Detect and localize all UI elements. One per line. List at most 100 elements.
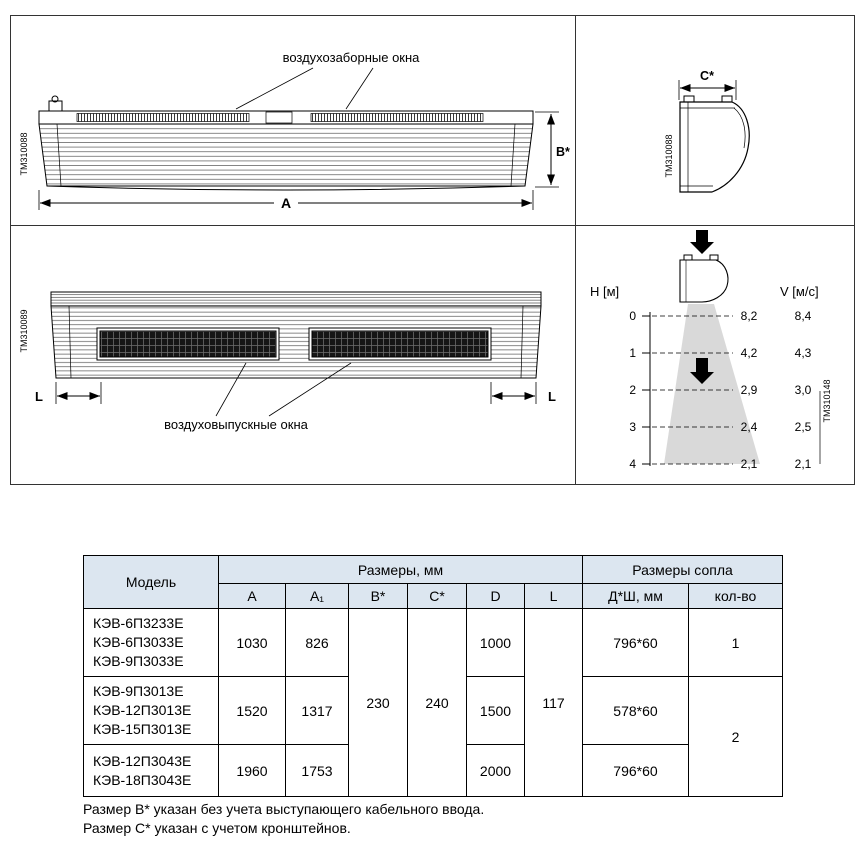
cell-l-shared: 117 — [524, 608, 583, 797]
dimension-l-left: L — [35, 382, 102, 404]
svg-text:8,2: 8,2 — [741, 309, 758, 323]
svg-text:2,9: 2,9 — [741, 383, 758, 397]
side-view-drawing: C* TM310088 — [664, 69, 750, 193]
h-axis — [642, 312, 651, 466]
cell-a: 1520 — [218, 676, 286, 745]
dimension-l-right: L — [490, 382, 556, 404]
outlet-windows-label: воздуховыпускные окна — [164, 417, 308, 432]
intake-windows-label: воздухозаборные окна — [283, 50, 421, 65]
cell-qty: 1 — [688, 608, 783, 677]
svg-text:2,4: 2,4 — [741, 420, 758, 434]
outlet-grille-left — [99, 330, 277, 358]
air-curtain-icon — [679, 254, 729, 303]
outlet-grille-right — [311, 330, 489, 358]
header-col-b: B* — [348, 583, 408, 609]
cell-d: 2000 — [466, 744, 525, 797]
model-name: КЭВ-15П3013Е — [93, 721, 192, 737]
cell-nozzle: 796*60 — [582, 608, 689, 677]
header-col-nozzle-qty: кол-во — [688, 583, 783, 609]
cell-b-shared: 230 — [348, 608, 408, 797]
dimensions-table: Модель Размеры, мм Размеры сопла A A₁ B*… — [83, 555, 783, 797]
drawing-code-tm310088-side: TM310088 — [664, 134, 674, 177]
dim-c-label: C* — [700, 69, 714, 83]
header-sizes-group: Размеры, мм — [218, 555, 583, 584]
svg-text:4,3: 4,3 — [795, 346, 812, 360]
dimension-b: B* — [535, 111, 570, 188]
table-row-group-3: КЭВ-12П3043Е КЭВ-18П3043Е 1960 1753 2000… — [83, 744, 783, 797]
cell-a: 1030 — [218, 608, 286, 677]
model-name: КЭВ-9П3013Е — [93, 683, 184, 699]
front-view-bottom-quadrant: L L воздуховыпускные окна TM310089 — [11, 226, 576, 484]
header-col-nozzle-size: Д*Ш, мм — [582, 583, 689, 609]
svg-text:8,4: 8,4 — [795, 309, 812, 323]
cell-nozzle: 578*60 — [582, 676, 689, 745]
svg-text:4,2: 4,2 — [741, 346, 758, 360]
air-curtain-front-top — [38, 95, 534, 191]
dimension-a: A — [38, 190, 534, 211]
cell-a: 1960 — [218, 744, 286, 797]
svg-text:1: 1 — [629, 346, 636, 360]
cell-qty-shared: 2 — [688, 676, 783, 797]
side-view-quadrant: C* TM310088 — [576, 16, 854, 226]
dim-l-right-label: L — [548, 389, 556, 404]
footnotes: Размер B* указан без учета выступающего … — [83, 800, 484, 838]
front-view-bottom-drawing: L L воздуховыпускные окна TM310089 — [19, 291, 556, 432]
header-col-a: A — [218, 583, 286, 609]
outlet-callout: воздуховыпускные окна — [164, 362, 352, 432]
header-col-d: D — [466, 583, 525, 609]
svg-text:2: 2 — [629, 383, 636, 397]
airflow-diagram: H [м] V [м/с] — [590, 230, 832, 471]
svg-text:2,1: 2,1 — [741, 457, 758, 471]
svg-text:2,5: 2,5 — [795, 420, 812, 434]
cell-c-shared: 240 — [407, 608, 467, 797]
svg-text:2,1: 2,1 — [795, 457, 812, 471]
dim-a-label: A — [281, 195, 291, 211]
airflow-arrow-mid-icon — [690, 358, 714, 384]
note-dimension-c: Размер C* указан с учетом кронштейнов. — [83, 820, 351, 836]
v-values-mid: 8,2 4,2 2,9 2,4 2,1 — [741, 309, 758, 471]
model-name: КЭВ-9П3033Е — [93, 653, 184, 669]
model-name: КЭВ-6П3033Е — [93, 634, 184, 650]
table-row-group-2: КЭВ-9П3013Е КЭВ-12П3013Е КЭВ-15П3013Е 15… — [83, 676, 783, 797]
airflow-arrow-top-icon — [690, 230, 714, 254]
airflow-cone — [664, 304, 760, 464]
cell-d: 1000 — [466, 608, 525, 677]
v-values-right: 8,4 4,3 3,0 2,5 2,1 — [795, 309, 812, 471]
airflow-diagram-quadrant: H [м] V [м/с] — [576, 226, 854, 484]
header-nozzle-group: Размеры сопла — [582, 555, 783, 584]
air-curtain-front-bottom — [50, 291, 542, 379]
drawing-code-tm310148: TM310148 — [822, 379, 832, 422]
dim-b-label: B* — [556, 145, 570, 159]
cell-models: КЭВ-9П3013Е КЭВ-12П3013Е КЭВ-15П3013Е — [83, 676, 219, 745]
drawing-code-tm310088-front: TM310088 — [19, 132, 29, 175]
intake-grille-left — [76, 113, 250, 122]
header-model: Модель — [83, 555, 219, 609]
cell-d: 1500 — [466, 676, 525, 745]
cell-nozzle: 796*60 — [582, 744, 689, 797]
model-name: КЭВ-18П3043Е — [93, 771, 192, 788]
svg-text:4: 4 — [629, 457, 636, 471]
front-view-top-drawing: воздухозаборные окна — [19, 50, 570, 211]
h-tick-labels: 0 1 2 3 4 — [629, 309, 636, 471]
svg-text:0: 0 — [629, 309, 636, 323]
intake-grille-right — [310, 113, 484, 122]
cell-models: КЭВ-12П3043Е КЭВ-18П3043Е — [83, 744, 219, 797]
svg-text:3,0: 3,0 — [795, 383, 812, 397]
model-name: КЭВ-12П3013Е — [93, 702, 192, 718]
header-col-l: L — [524, 583, 583, 609]
header-col-a1: A₁ — [285, 583, 349, 609]
intake-callout: воздухозаборные окна — [235, 50, 421, 110]
header-col-c: C* — [407, 583, 467, 609]
h-axis-label: H [м] — [590, 284, 619, 299]
table-row-group-1: КЭВ-6П3233Е КЭВ-6П3033Е КЭВ-9П3033Е 1030… — [83, 608, 783, 797]
front-view-top-quadrant: воздухозаборные окна — [11, 16, 576, 226]
cell-models: КЭВ-6П3233Е КЭВ-6П3033Е КЭВ-9П3033Е — [83, 608, 219, 677]
level-dashes — [652, 315, 733, 465]
svg-text:3: 3 — [629, 420, 636, 434]
note-dimension-b: Размер B* указан без учета выступающего … — [83, 801, 485, 817]
drawing-code-tm310089: TM310089 — [19, 309, 29, 352]
cell-a1: 826 — [285, 608, 349, 677]
dim-l-left-label: L — [35, 389, 43, 404]
v-axis-label: V [м/с] — [780, 284, 819, 299]
